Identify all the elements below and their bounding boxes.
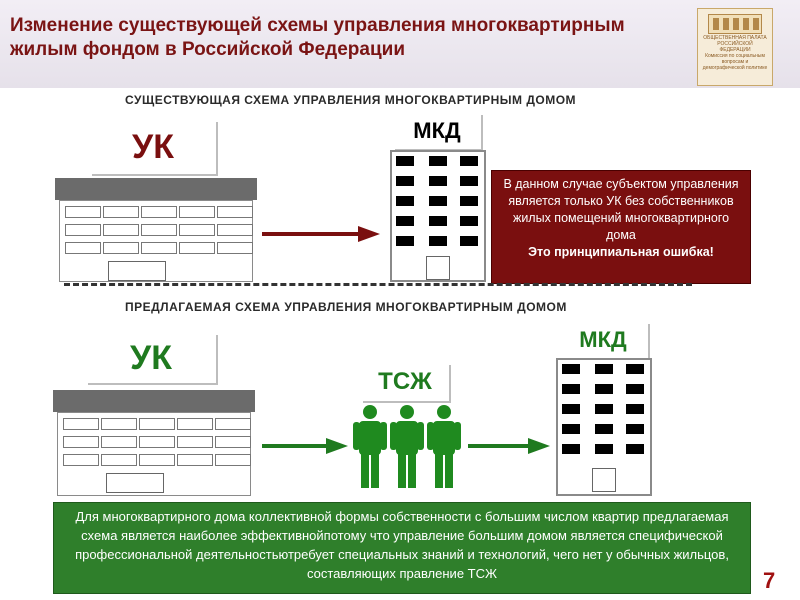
apartment-building-existing-icon xyxy=(390,150,486,282)
mkd-label-existing: МКД xyxy=(393,113,481,149)
proposed-scheme-note: Для многоквартирного дома коллективной ф… xyxy=(53,502,751,594)
homeowners-group-icon xyxy=(353,405,461,488)
arrow-tsj-to-mkd xyxy=(468,444,528,448)
uk-label-existing: УК xyxy=(90,120,216,174)
uk-office-building-proposed-icon xyxy=(53,390,255,496)
slide-header: Изменение существующей схемы управления … xyxy=(0,0,800,88)
arrow-uk-to-mkd-existing xyxy=(262,232,358,236)
logo-emblem-icon xyxy=(708,14,762,34)
proposed-note-text: Для многоквартирного дома коллективной ф… xyxy=(75,509,729,581)
logo-subtitle: Комиссия по социальным вопросам и демогр… xyxy=(702,53,768,71)
arrow-uk-to-tsj xyxy=(262,444,326,448)
existing-scheme-title: СУЩЕСТВУЮЩАЯ СХЕМА УПРАВЛЕНИЯ МНОГОКВАРТ… xyxy=(125,93,577,107)
proposed-scheme-title: ПРЕДЛАГАЕМАЯ СХЕМА УПРАВЛЕНИЯ МНОГОКВАРТ… xyxy=(125,300,567,314)
apartment-building-proposed-icon xyxy=(556,358,652,496)
uk-office-building-icon xyxy=(55,178,257,282)
organization-logo: ОБЩЕСТВЕННАЯ ПАЛАТА РОССИЙСКОЙ ФЕДЕРАЦИИ… xyxy=(697,8,773,86)
tsj-label: ТСЖ xyxy=(361,363,449,401)
uk-label-proposed: УК xyxy=(86,333,216,383)
existing-note-text: В данном случае субъектом управления явл… xyxy=(503,177,739,242)
scheme-divider xyxy=(64,283,692,286)
logo-text: ОБЩЕСТВЕННАЯ ПАЛАТА РОССИЙСКОЙ ФЕДЕРАЦИИ xyxy=(703,35,767,53)
arrow-head-existing-icon xyxy=(358,226,380,242)
existing-note-emphasis: Это принципиальная ошибка! xyxy=(528,245,714,259)
mkd-label-proposed: МКД xyxy=(558,322,648,358)
arrow-head-tsj-mkd-icon xyxy=(528,438,550,454)
page-number: 7 xyxy=(763,568,776,593)
arrow-head-uk-tsj-icon xyxy=(326,438,348,454)
slide-title: Изменение существующей схемы управления … xyxy=(10,15,625,60)
existing-scheme-note: В данном случае субъектом управления явл… xyxy=(491,170,751,284)
